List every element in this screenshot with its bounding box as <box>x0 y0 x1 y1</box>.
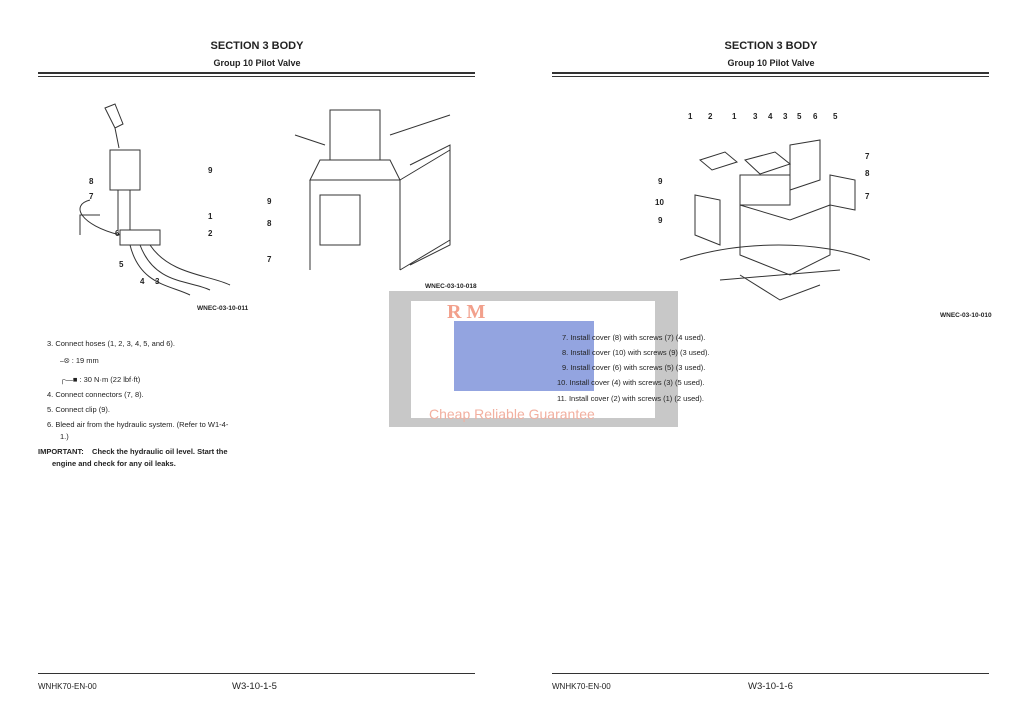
callout-3: 3 <box>753 112 758 121</box>
footer-code: WNHK70-EN-00 <box>38 682 97 691</box>
group-title: Group 10 Pilot Valve <box>727 58 815 68</box>
important-label: IMPORTANT: <box>38 447 84 456</box>
footer-rule <box>38 673 475 674</box>
pilot-valve-diagram <box>79 103 231 296</box>
callout-7: 7 <box>865 152 870 161</box>
callout-7: 7 <box>267 255 272 264</box>
callout-6: 6 <box>813 112 818 121</box>
wrench-spec: ⎯⊗ : 19 mm <box>60 356 99 365</box>
callout-5: 5 <box>119 260 124 269</box>
watermark: R M Cheap Reliable Guarantee <box>389 291 678 427</box>
step-3: 3. Connect hoses (1, 2, 3, 4, 5, and 6). <box>47 339 175 348</box>
step-4: 4. Connect connectors (7, 8). <box>47 390 144 399</box>
callout-2: 2 <box>708 112 713 121</box>
step-6-cont: 1.) <box>60 432 69 441</box>
section-title: SECTION 3 BODY <box>724 40 818 52</box>
important-text: Check the hydraulic oil level. Start the <box>92 447 228 456</box>
page-number: W3-10-1-5 <box>232 681 277 692</box>
callout-9: 9 <box>658 216 663 225</box>
watermark-logo-icon <box>454 321 594 391</box>
torque-spec: ┌—■ : 30 N·m (22 lbf·ft) <box>60 375 140 384</box>
callout-9: 9 <box>658 177 663 186</box>
step-11: 11. Install cover (2) with screws (1) (2… <box>557 394 704 403</box>
step-8: 8. Install cover (10) with screws (9) (3… <box>562 348 710 357</box>
callout-1: 1 <box>688 112 693 121</box>
callout-1: 1 <box>732 112 737 121</box>
step-5: 5. Connect clip (9). <box>47 405 110 414</box>
callout-9: 9 <box>208 166 213 175</box>
footer-code: WNHK70-EN-00 <box>552 682 611 691</box>
callout-4: 4 <box>140 277 145 286</box>
callout-5: 5 <box>797 112 802 121</box>
wrench-size: : 19 mm <box>71 356 99 365</box>
callout-5: 5 <box>833 112 838 121</box>
callout-8: 8 <box>267 219 272 228</box>
callout-7: 7 <box>89 192 94 201</box>
callout-9: 9 <box>267 197 272 206</box>
header-rule <box>552 76 989 77</box>
watermark-logo-text: R M <box>447 301 486 323</box>
callout-10: 10 <box>655 198 664 207</box>
important-note: IMPORTANT: Check the hydraulic oil level… <box>38 447 228 456</box>
callout-8: 8 <box>865 169 870 178</box>
figure-caption: WNEC-03-10-018 <box>425 283 477 290</box>
section-title: SECTION 3 BODY <box>210 40 304 52</box>
callout-1: 1 <box>208 212 213 221</box>
callout-3: 3 <box>783 112 788 121</box>
header-rule <box>38 76 475 77</box>
torque-wrench-icon: ┌—■ <box>60 375 78 384</box>
step-9: 9. Install cover (6) with screws (5) (3 … <box>562 363 706 372</box>
watermark-tagline: Cheap Reliable Guarantee <box>429 406 595 422</box>
figure-caption: WNEC-03-10-010 <box>940 312 992 319</box>
step-10: 10. Install cover (4) with screws (3) (5… <box>557 378 705 387</box>
callout-7: 7 <box>865 192 870 201</box>
console-covers-exploded-diagram <box>680 139 870 301</box>
header-rule <box>552 72 989 74</box>
header-rule <box>38 72 475 74</box>
group-title: Group 10 Pilot Valve <box>213 58 301 68</box>
important-text-cont: engine and check for any oil leaks. <box>52 459 176 468</box>
callout-8: 8 <box>89 177 94 186</box>
figure-caption: WNEC-03-10-011 <box>197 305 249 312</box>
page-number: W3-10-1-6 <box>748 681 793 692</box>
callout-2: 2 <box>208 229 213 238</box>
callout-6: 6 <box>115 229 120 238</box>
callout-3: 3 <box>155 277 160 286</box>
callout-4: 4 <box>768 112 773 121</box>
wrench-icon: ⎯⊗ <box>60 356 70 365</box>
footer-rule <box>552 673 989 674</box>
step-7: 7. Install cover (8) with screws (7) (4 … <box>562 333 706 342</box>
torque-value: : 30 N·m (22 lbf·ft) <box>79 375 141 384</box>
cab-console-diagram <box>294 109 451 271</box>
step-6: 6. Bleed air from the hydraulic system. … <box>47 420 229 429</box>
